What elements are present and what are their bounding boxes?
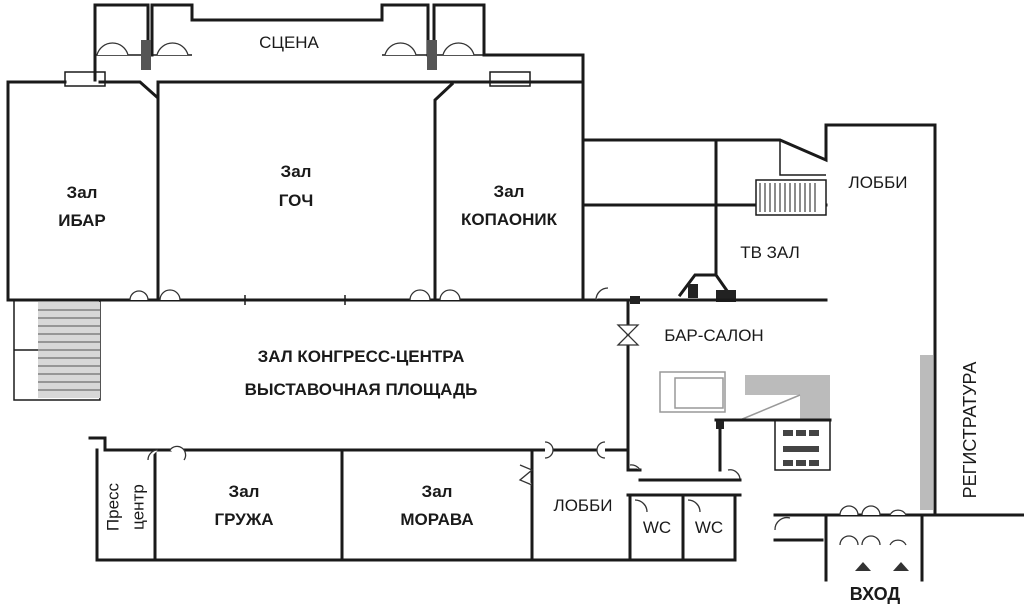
lobby-bottom-label: ЛОББИ <box>553 496 613 515</box>
congress-hall-line2: ВЫСТАВОЧНАЯ ПЛОЩАДЬ <box>244 380 478 399</box>
entrance-area <box>773 355 1024 582</box>
hall-kopaonik-line1: Зал <box>493 182 525 201</box>
entrance-label: ВХОД <box>849 584 901 604</box>
wc-label-1: WC <box>642 518 672 537</box>
hall-ibar-line1: Зал <box>66 183 98 202</box>
hall-goch-line2: ГОЧ <box>278 191 314 210</box>
hall-gruzha-line1: Зал <box>228 482 260 501</box>
left-staircase <box>13 299 101 401</box>
hall-goch-line1: Зал <box>280 162 312 181</box>
hall-kopaonik-line2: КОПАОНИК <box>461 210 557 229</box>
wc-block <box>530 493 742 562</box>
hall-gruzha-line2: ГРУЖА <box>214 510 274 529</box>
hall-ibar-line2: ИБАР <box>58 211 106 230</box>
lobby-top-label: ЛОББИ <box>848 173 908 192</box>
wc-label-2: WC <box>694 518 724 537</box>
stage-label: СЦЕНА <box>259 33 319 52</box>
congress-hall-line1: ЗАЛ КОНГРЕСС-ЦЕНТРА <box>257 347 465 366</box>
upper-halls <box>6 71 585 305</box>
lower-rooms <box>88 298 642 562</box>
press-center-line2: центр <box>128 484 148 530</box>
press-center-line1: Пресс <box>103 482 123 532</box>
bar-salon-interior <box>638 371 832 482</box>
hall-morava-line2: МОРАВА <box>400 510 474 529</box>
reception-label: РЕГИСТРАТУРА <box>960 361 980 499</box>
stage-area <box>93 3 585 82</box>
tv-hall-label: ТВ ЗАЛ <box>740 243 800 262</box>
bar-salon-label: БАР-САЛОН <box>664 326 764 345</box>
right-block <box>581 123 937 517</box>
hall-morava-line1: Зал <box>421 482 453 501</box>
